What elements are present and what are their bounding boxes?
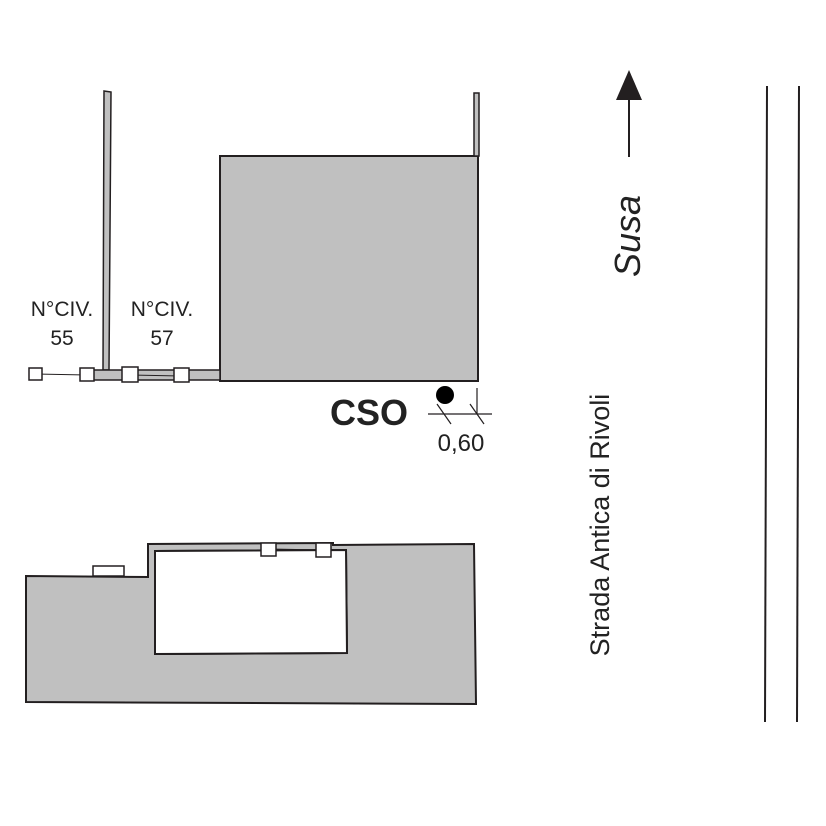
civic-number-55: 55 <box>50 327 73 350</box>
fence-post <box>173 367 190 383</box>
fence-line-left <box>34 373 88 376</box>
street-name-label: Strada Antica di Rivoli <box>585 394 615 657</box>
offset-distance-label: 0,60 <box>438 430 485 457</box>
direction-label: Susa <box>607 195 648 277</box>
boundary-wall-vertical <box>102 90 112 371</box>
dimension-tick-left <box>436 403 452 425</box>
arrow-up-icon <box>616 70 642 100</box>
fence-post <box>260 542 277 557</box>
fence-post <box>121 366 139 383</box>
road-edge-left <box>764 85 768 723</box>
civic-number-55-prefix: N°CIV. <box>31 298 93 321</box>
fence-post <box>315 542 332 558</box>
fence-post <box>79 367 95 382</box>
civic-number-57: 57 <box>150 327 173 350</box>
filled-circle-icon <box>436 386 454 404</box>
civic-number-57-prefix: N°CIV. <box>131 298 193 321</box>
lower-courtyard <box>154 548 349 656</box>
fence-post <box>28 367 43 381</box>
road-edge-right <box>796 85 800 723</box>
upper-building-wall-extension <box>473 92 480 157</box>
fence-line-lower <box>268 548 324 551</box>
boundary-wall-horizontal <box>92 369 221 381</box>
upper-building <box>219 155 479 382</box>
lower-building-element <box>92 565 125 577</box>
point-code-label: CSO <box>330 392 408 433</box>
